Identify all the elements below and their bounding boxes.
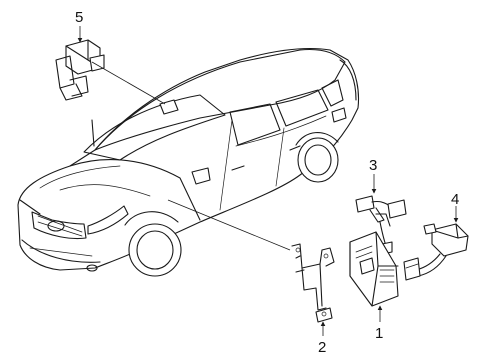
callout-4: 4 (451, 191, 459, 208)
callout-1: 1 (375, 325, 383, 342)
part-1-control-module (349, 231, 399, 307)
callout-3: 3 (369, 157, 377, 174)
sedan-illustration (17, 47, 360, 277)
part-4-sensor-cable (403, 223, 469, 281)
part-5-sensor (55, 39, 166, 105)
part-2-bracket (291, 243, 335, 323)
part-3-harness (355, 195, 407, 255)
leader-line-2 (167, 199, 291, 251)
callout-5: 5 (75, 9, 83, 26)
callout-arrows (77, 26, 459, 336)
callout-2: 2 (318, 339, 326, 356)
